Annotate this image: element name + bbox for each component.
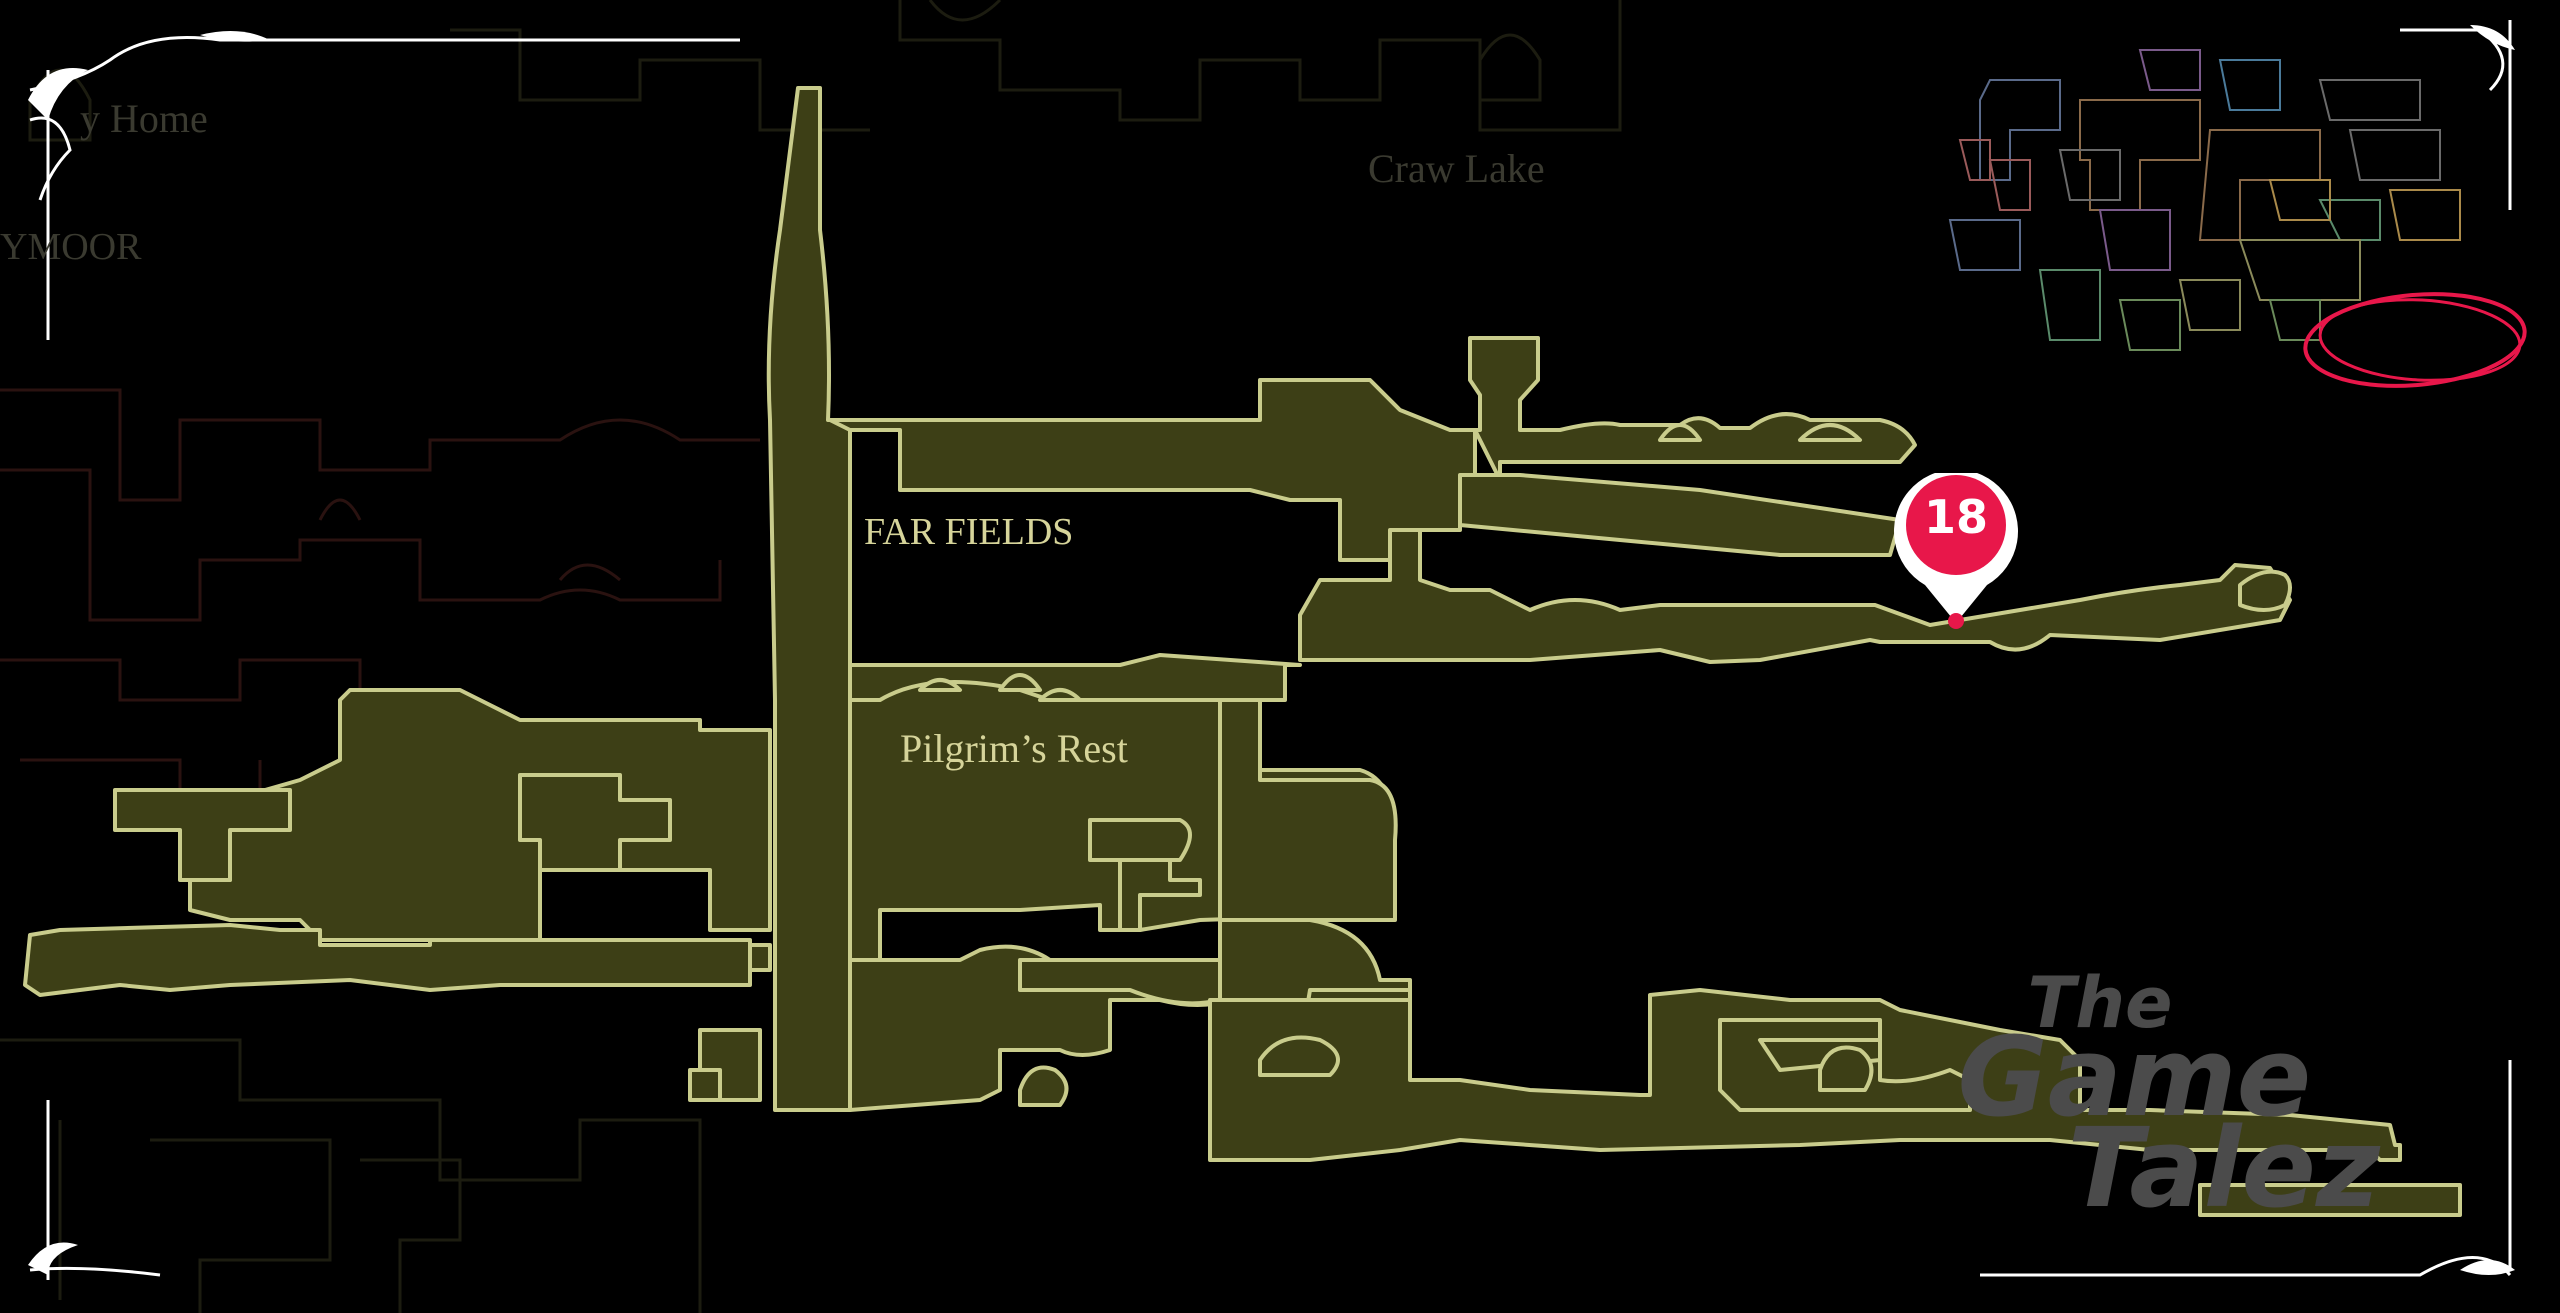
- minimap-highlight-circle: [2303, 292, 2527, 388]
- pin-badge: [1906, 475, 2006, 575]
- area-label-far-fields: FAR FIELDS: [864, 511, 1074, 553]
- faint-neighbour-areas: [0, 0, 1622, 1313]
- minimap: [1948, 49, 2527, 388]
- watermark-line-talez: Talez: [2067, 1103, 2380, 1232]
- far-fields-rooms: [23, 86, 2462, 1217]
- pin-point-dot: [1948, 613, 1964, 629]
- area-label-bellhome-partial: y Home: [80, 96, 208, 141]
- area-label-craw-lake: Craw Lake: [1368, 146, 1545, 191]
- map-marker-number: 18: [1923, 490, 1988, 544]
- map-marker-pin[interactable]: [1885, 473, 2027, 633]
- area-label-moor-partial: YMOOR: [0, 226, 142, 268]
- watermark-line-the: The: [2027, 962, 2173, 1044]
- site-watermark: The Game Talez: [1957, 962, 2380, 1232]
- watermark-line-game: Game: [1957, 1013, 2312, 1142]
- corner-frame-fill: [28, 25, 2515, 1275]
- area-label-pilgrims-rest: Pilgrim’s Rest: [900, 726, 1128, 771]
